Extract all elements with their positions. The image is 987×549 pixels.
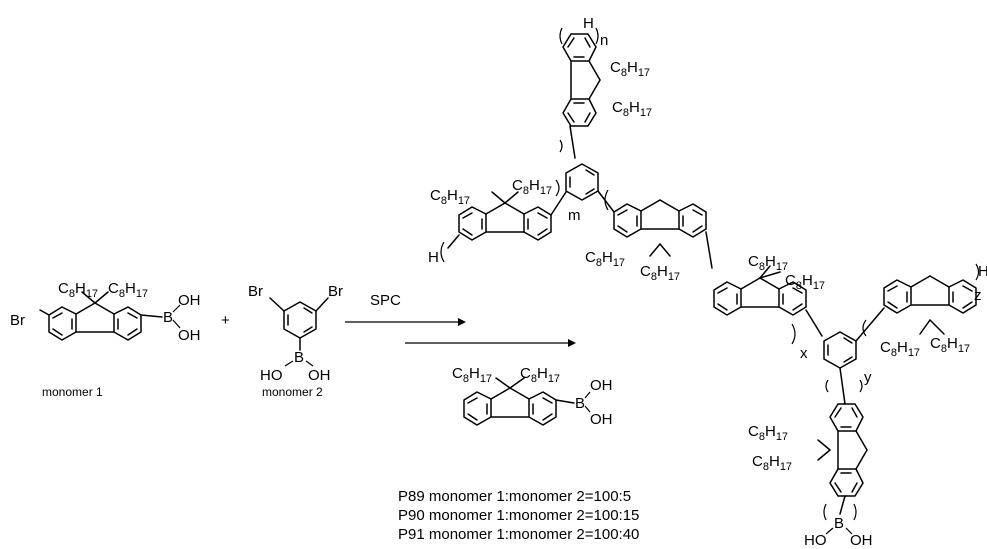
monomer-1-oh-top: OH	[178, 292, 201, 309]
polymer-h-left: H	[428, 249, 439, 266]
polymer-c8h17-7: C8H17	[748, 253, 788, 273]
monomer-1-boron: B	[163, 309, 173, 326]
polymer-structure: H n C8H17 C8H17 m C8H17 C8H17 H C8H17 C8…	[428, 15, 987, 549]
plus-sign: +	[221, 312, 230, 329]
monomer-1-substituent-b: C8H17	[108, 280, 148, 300]
polymer-oh: OH	[850, 532, 873, 549]
polymer-h-right: H	[978, 263, 987, 280]
monomer-1-structure: Br C8H17 C8H17 B OH OH	[10, 280, 201, 344]
endcap-substituent-a: C8H17	[452, 365, 492, 385]
monomer-1-substituent-a: C8H17	[58, 280, 98, 300]
polymer-z: z	[974, 287, 982, 304]
ratio-p89: P89 monomer 1:monomer 2=100:5	[398, 488, 631, 505]
endcap-oh-top: OH	[590, 377, 613, 394]
polymer-c8h17-10: C8H17	[930, 335, 970, 355]
polymer-h-top: H	[583, 15, 594, 32]
polymer-c8h17-11: C8H17	[748, 423, 788, 443]
endcap-substituent-b: C8H17	[520, 365, 560, 385]
polymer-c8h17-8: C8H17	[785, 272, 825, 292]
monomer-2-ho: HO	[260, 367, 283, 384]
endcap-reagent-structure: C8H17 C8H17 B OH OH	[452, 365, 613, 428]
polymer-c8h17-4: C8H17	[512, 177, 552, 197]
monomer-1-name: monomer 1	[42, 385, 103, 399]
endcap-oh-bottom: OH	[590, 411, 613, 428]
monomer-2-br-right: Br	[328, 283, 343, 300]
monomer-2-br-left: Br	[248, 283, 263, 300]
polymer-y: y	[864, 369, 872, 386]
ratio-p91: P91 monomer 1:monomer 2=100:40	[398, 526, 639, 543]
polymer-boron: B	[834, 515, 844, 532]
polymer-c8h17-2: C8H17	[612, 99, 652, 119]
polymer-c8h17-5: C8H17	[585, 249, 625, 269]
monomer-2-boron: B	[294, 349, 304, 366]
monomer-2-name: monomer 2	[262, 385, 323, 399]
polymer-c8h17-12: C8H17	[752, 453, 792, 473]
endcap-boron: B	[575, 395, 585, 412]
reaction-arrow	[345, 318, 576, 347]
polymer-ho: HO	[804, 532, 827, 549]
polymer-x: x	[800, 345, 808, 362]
reaction-condition: SPC	[370, 292, 401, 309]
polymer-n: n	[600, 32, 608, 49]
ratio-p90: P90 monomer 1:monomer 2=100:15	[398, 507, 639, 524]
polymer-c8h17-3: C8H17	[430, 187, 470, 207]
monomer-1-br: Br	[10, 312, 25, 329]
monomer-2-structure: Br Br B HO OH	[248, 283, 343, 384]
polymer-c8h17-1: C8H17	[610, 59, 650, 79]
polymer-c8h17-6: C8H17	[640, 263, 680, 283]
polymer-c8h17-9: C8H17	[880, 339, 920, 359]
polymer-m: m	[568, 207, 581, 224]
monomer-1-oh-bottom: OH	[178, 327, 201, 344]
monomer-2-oh: OH	[308, 367, 331, 384]
